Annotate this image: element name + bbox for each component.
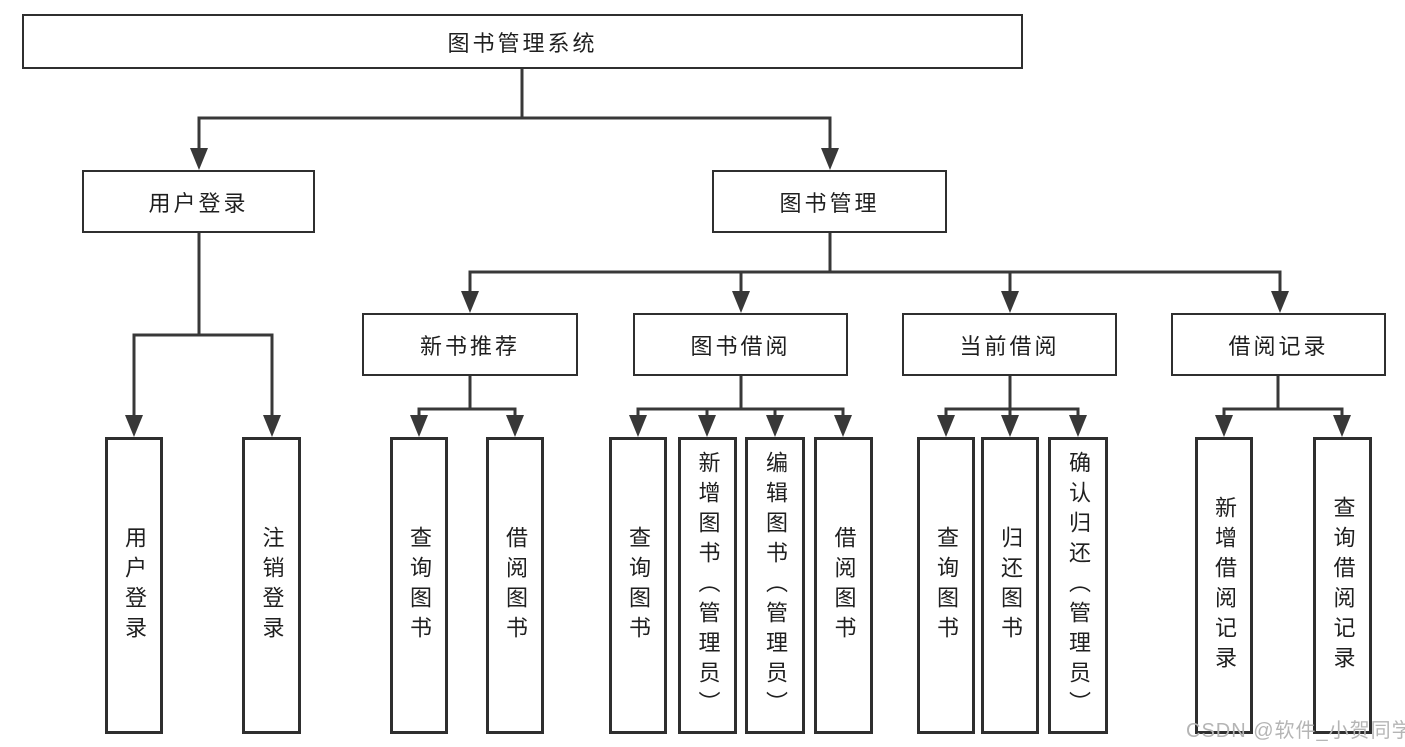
arrowhead (821, 148, 839, 170)
node-borrow-query-books: 查询图书 (609, 437, 667, 734)
connector-book-management (468, 233, 1282, 295)
arrowhead (1001, 291, 1019, 313)
node-label: 图书借阅 (690, 333, 791, 359)
node-records-add-record: 新增借阅记录 (1195, 437, 1253, 734)
node-label: 确认归还（管理员） (1066, 450, 1091, 721)
node-logout: 注销登录 (242, 437, 301, 734)
node-label: 注销登录 (259, 525, 285, 646)
node-book-management: 图书管理 (712, 170, 947, 233)
arrowhead (1333, 415, 1351, 437)
arrowhead (506, 415, 524, 437)
node-label: 借阅记录 (1228, 333, 1329, 359)
node-label: 编辑图书（管理员） (763, 450, 788, 721)
arrowhead (190, 148, 208, 170)
node-borrow-add-books-admin: 新增图书（管理员） (678, 437, 737, 734)
node-library-system: 图书管理系统 (22, 14, 1023, 69)
arrowhead (937, 415, 955, 437)
node-label: 新书推荐 (419, 333, 520, 359)
node-label: 借阅图书 (503, 525, 528, 646)
arrowhead (263, 415, 281, 437)
node-label: 新增图书（管理员） (695, 450, 721, 721)
node-recommend-query-books: 查询图书 (390, 437, 448, 734)
arrowhead (766, 415, 784, 437)
arrowhead (732, 291, 750, 313)
node-label: 当前借阅 (959, 333, 1060, 359)
node-user-login: 用户登录 (82, 170, 315, 233)
arrowhead (461, 291, 479, 313)
arrowhead (1001, 415, 1019, 437)
arrowhead (698, 415, 716, 437)
node-label: 借阅图书 (831, 525, 857, 646)
node-label: 用户登录 (148, 190, 249, 216)
node-records-query-record: 查询借阅记录 (1313, 437, 1372, 734)
node-current-return-books: 归还图书 (981, 437, 1039, 734)
node-label: 查询图书 (934, 525, 959, 646)
arrowhead (410, 415, 428, 437)
arrowhead (125, 415, 143, 437)
connector-current-borrowing (944, 376, 1080, 420)
connector-book-borrowing (636, 376, 845, 420)
node-label: 查询图书 (626, 525, 651, 646)
arrowhead (1215, 415, 1233, 437)
node-label: 新增借阅记录 (1212, 495, 1237, 676)
node-borrow-borrow-books: 借阅图书 (814, 437, 873, 734)
node-current-borrowing: 当前借阅 (902, 313, 1117, 376)
connector-borrowing-records (1222, 376, 1344, 420)
node-label: 归还图书 (998, 525, 1023, 646)
arrowhead (1069, 415, 1087, 437)
node-label: 查询图书 (407, 525, 432, 646)
arrowhead (1271, 291, 1289, 313)
node-label: 用户登录 (122, 525, 147, 646)
csdn-watermark: CSDN @软件_小贺同学 (1186, 720, 1405, 742)
arrowhead (834, 415, 852, 437)
node-label: 图书管理 (779, 190, 880, 216)
node-book-borrowing: 图书借阅 (633, 313, 848, 376)
node-user-login-action: 用户登录 (105, 437, 163, 734)
node-borrow-edit-books-admin: 编辑图书（管理员） (745, 437, 805, 734)
node-borrowing-records: 借阅记录 (1171, 313, 1386, 376)
node-label: 查询借阅记录 (1330, 495, 1356, 676)
connector-root (197, 69, 832, 152)
node-current-confirm-return-admin: 确认归还（管理员） (1048, 437, 1108, 734)
arrowhead (629, 415, 647, 437)
node-new-book-recommend: 新书推荐 (362, 313, 578, 376)
connector-user-login (132, 233, 274, 419)
node-label: 图书管理系统 (447, 30, 598, 56)
connector-new-book-recommend (417, 376, 517, 420)
node-current-query-books: 查询图书 (917, 437, 975, 734)
node-recommend-borrow-books: 借阅图书 (486, 437, 544, 734)
